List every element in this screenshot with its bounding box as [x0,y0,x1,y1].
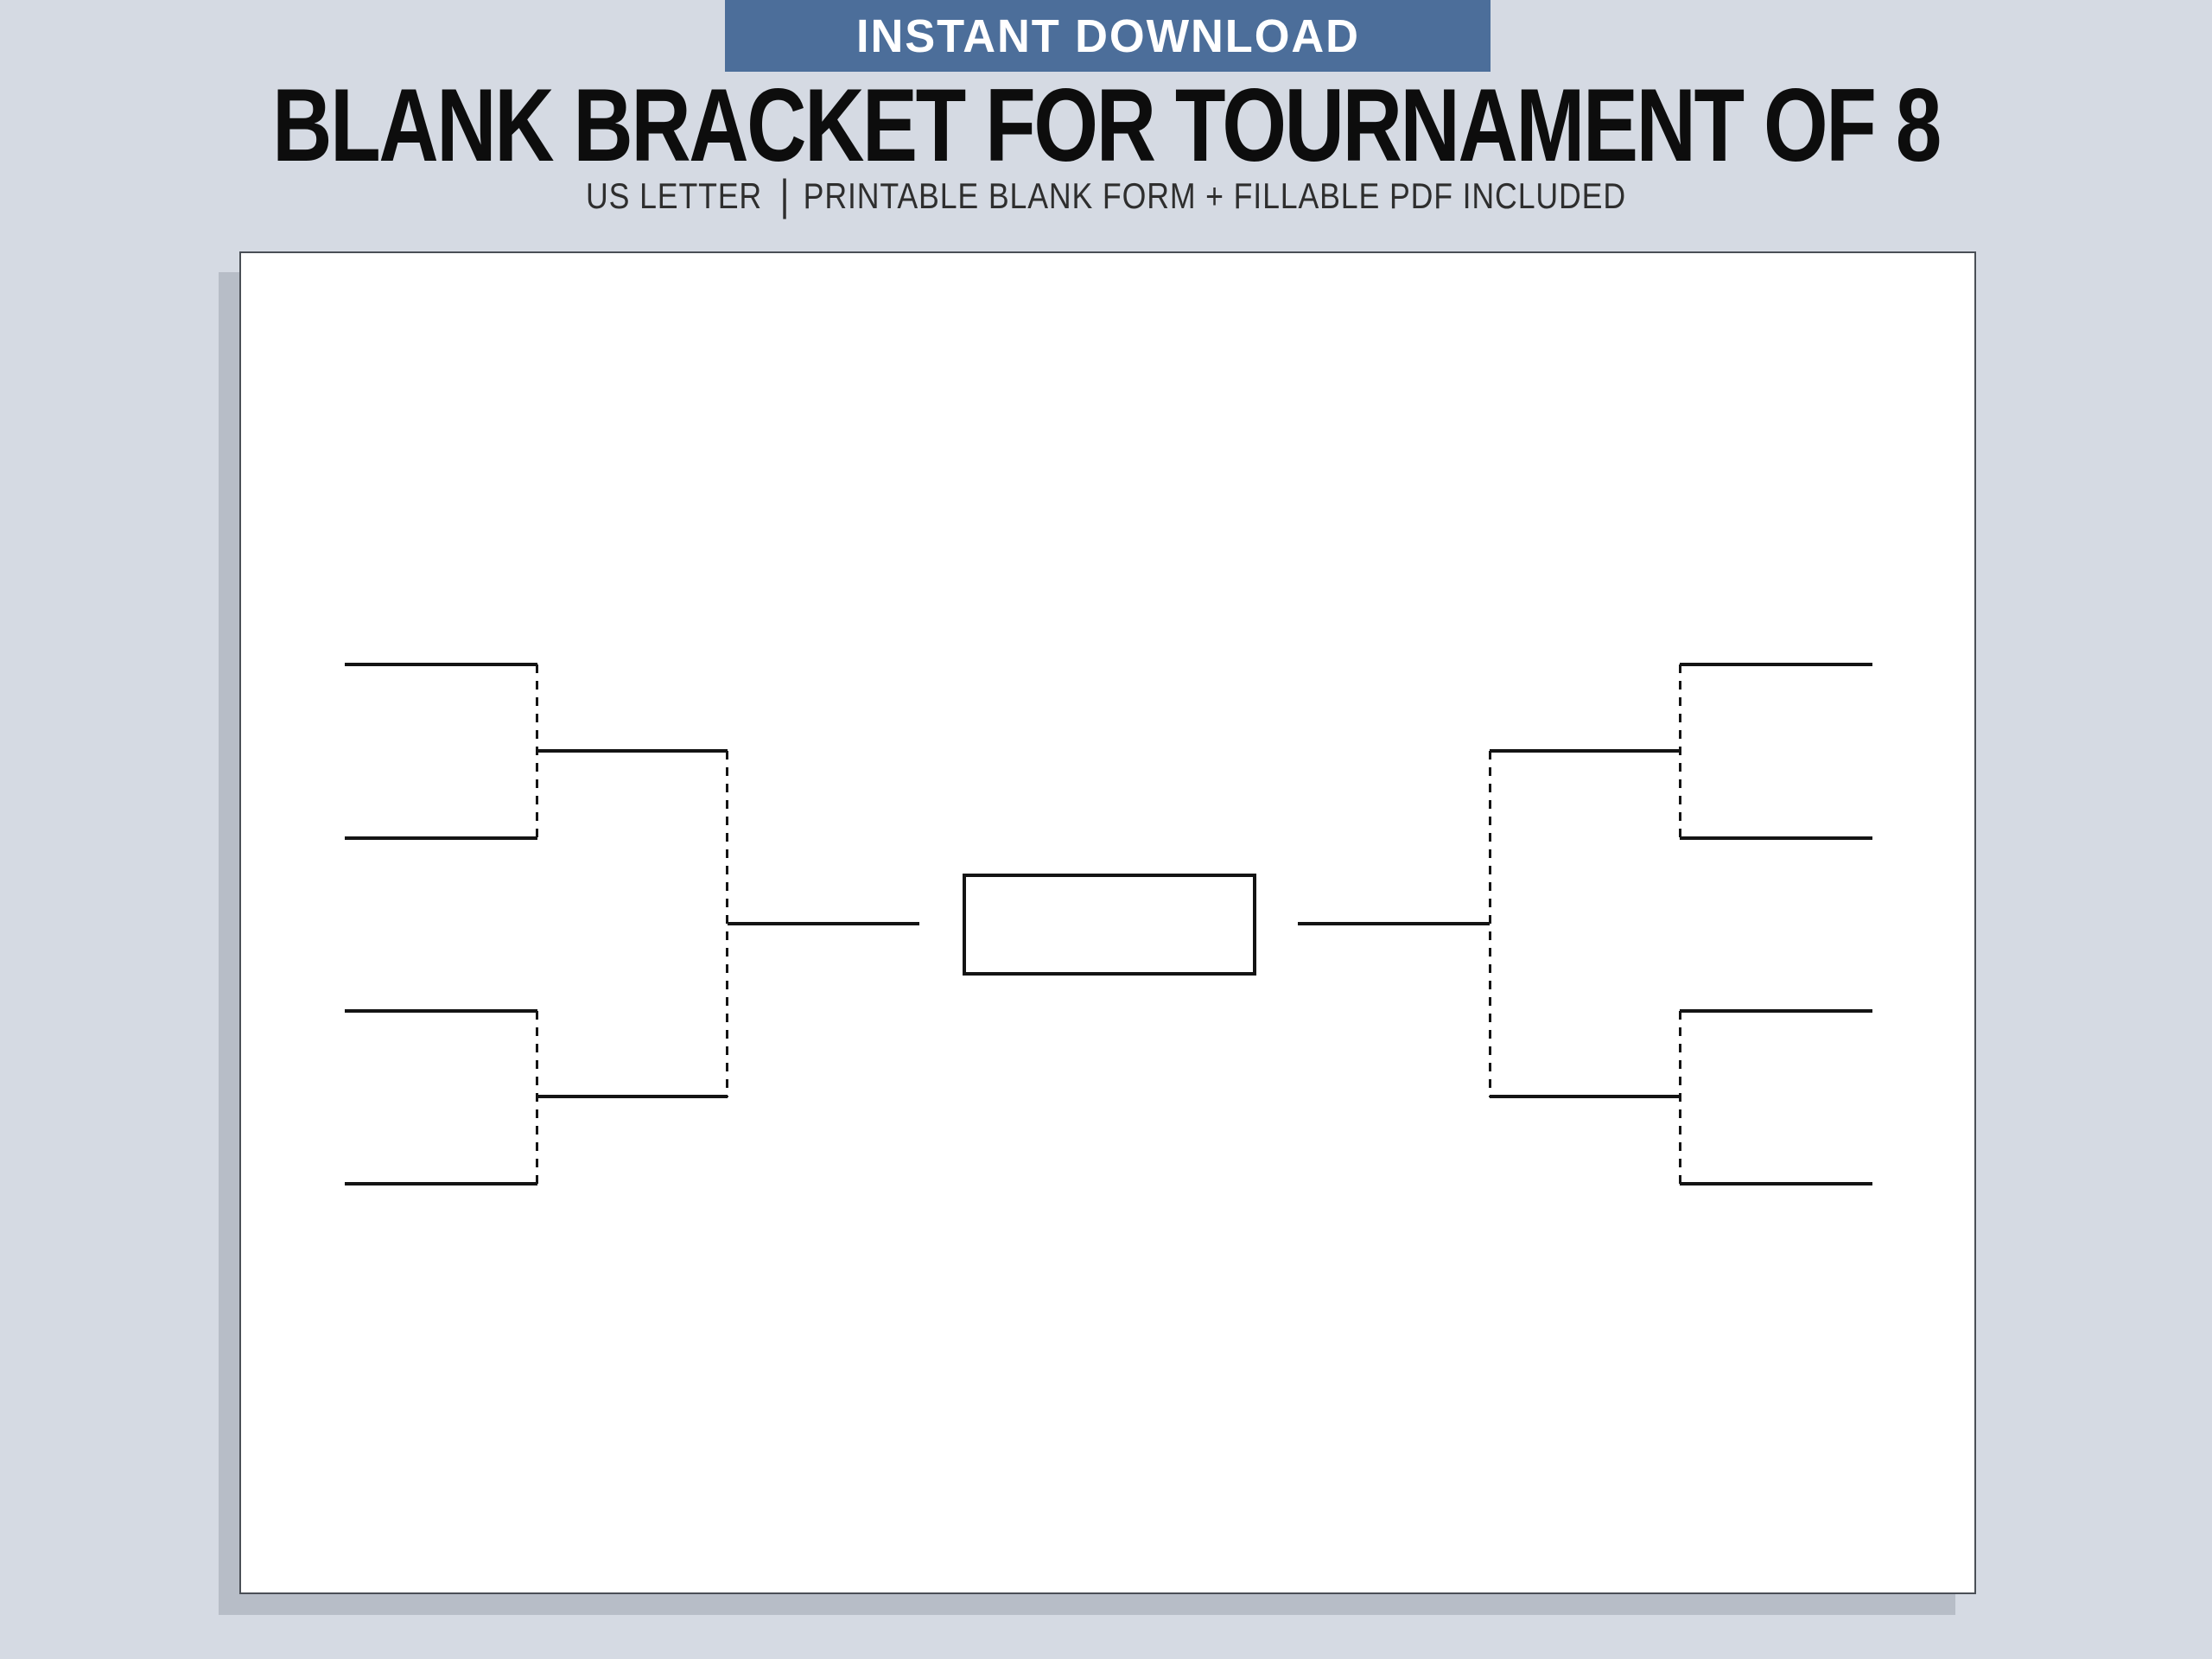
right-semifinal-connector [1489,751,1491,1097]
left-winner-line-2 [537,1095,728,1098]
instant-download-banner: INSTANT DOWNLOAD [725,0,1491,72]
subtitle-format-label: US LETTER [586,175,763,216]
left-finalist-line [728,922,919,925]
left-team-slot-line-2 [345,836,537,840]
left-team-slot-line-4 [345,1182,537,1185]
instant-download-label: INSTANT DOWNLOAD [855,10,1360,62]
page-subtitle: US LETTER | PRINTABLE BLANK FORM + FILLABL… [166,171,2046,219]
right-winner-line-1 [1490,749,1680,753]
bracket-sheet [239,251,1976,1594]
right-match-1-connector [1679,664,1681,838]
left-semifinal-connector [726,751,728,1097]
right-team-slot-line-4 [1680,1182,1872,1185]
right-match-2-connector [1679,1011,1681,1185]
right-finalist-line [1298,922,1490,925]
right-team-slot-line-1 [1680,663,1872,666]
left-match-1-connector [536,664,538,838]
left-match-2-connector [536,1011,538,1185]
right-winner-line-2 [1490,1095,1680,1098]
subtitle-contents-label: PRINTABLE BLANK FORM + FILLABLE PDF INCL… [803,175,1626,216]
page-title: BLANK BRACKET FOR TOURNAMENT OF 8 [272,67,1942,183]
right-team-slot-line-3 [1680,1009,1872,1013]
champion-box [963,874,1256,976]
right-team-slot-line-2 [1680,836,1872,840]
left-team-slot-line-3 [345,1009,537,1013]
subtitle-divider: | [779,171,791,219]
left-team-slot-line-1 [345,663,537,666]
left-winner-line-1 [537,749,728,753]
